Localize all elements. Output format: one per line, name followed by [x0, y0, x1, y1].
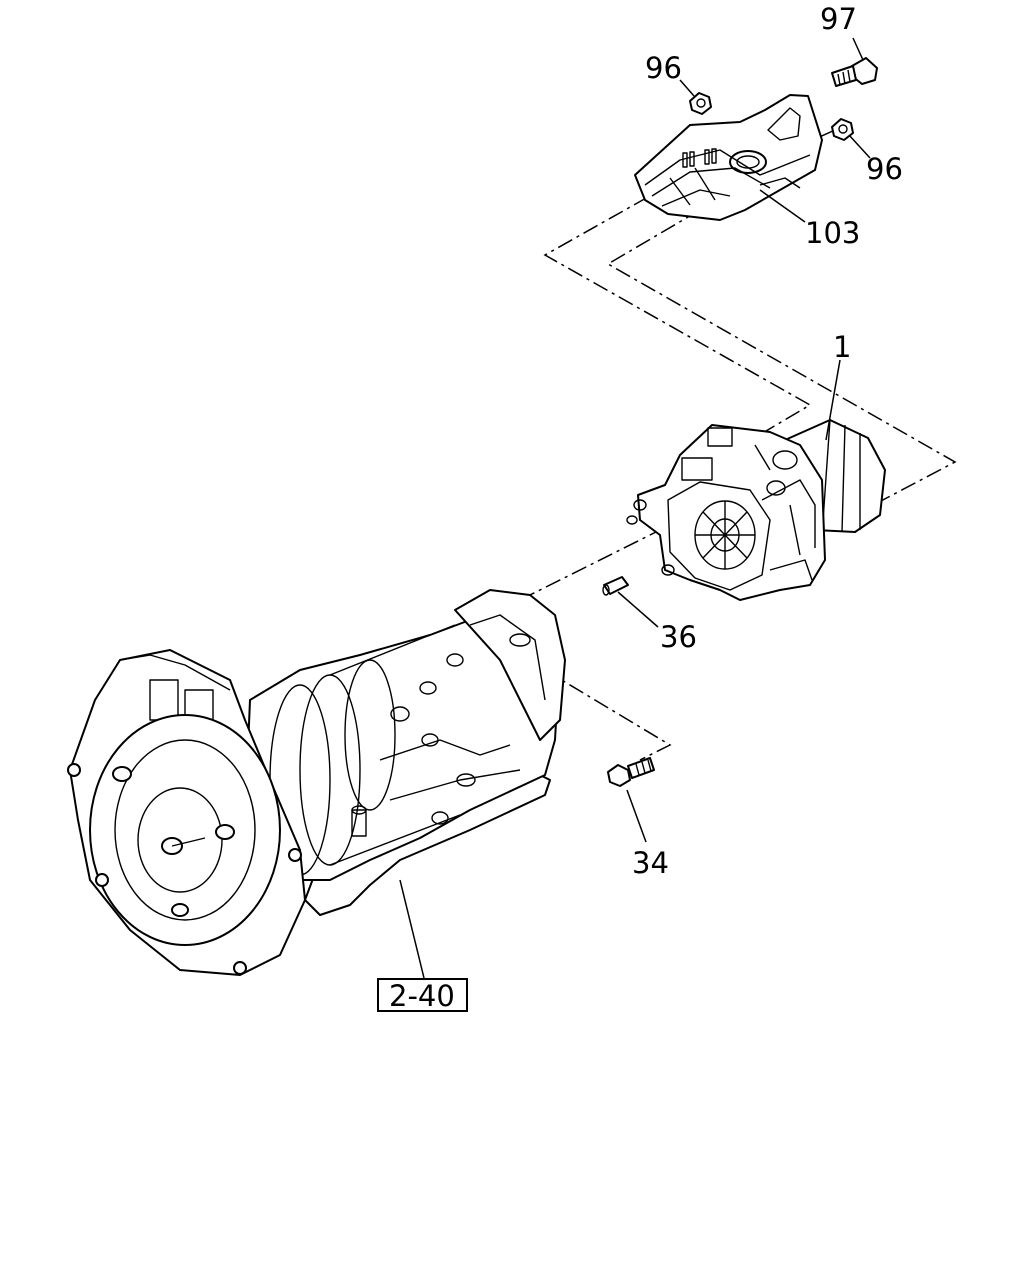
callout-96-right: 96: [866, 152, 903, 186]
callout-96-left: 96: [645, 51, 682, 85]
transfer-case-1: [626, 419, 886, 601]
flange-bolt-34: [607, 757, 655, 787]
callout-36: 36: [660, 620, 697, 654]
reference-label: 2-40: [389, 979, 455, 1013]
dowel-pin-36: [602, 576, 629, 596]
callout-97: 97: [820, 2, 857, 36]
reference-box: 2-40: [377, 978, 468, 1013]
nut-96-left: [689, 92, 712, 115]
callout-1: 1: [833, 330, 851, 364]
bolt-97: [831, 57, 878, 87]
automatic-transmission: [67, 589, 566, 976]
callout-103: 103: [805, 216, 860, 250]
nut-96-right: [831, 118, 854, 141]
callout-labels: 97 96 96 103 1 36 34: [632, 2, 903, 880]
leader-lines: [399, 37, 871, 979]
bracket-103: [634, 94, 823, 221]
callout-34: 34: [632, 846, 669, 880]
